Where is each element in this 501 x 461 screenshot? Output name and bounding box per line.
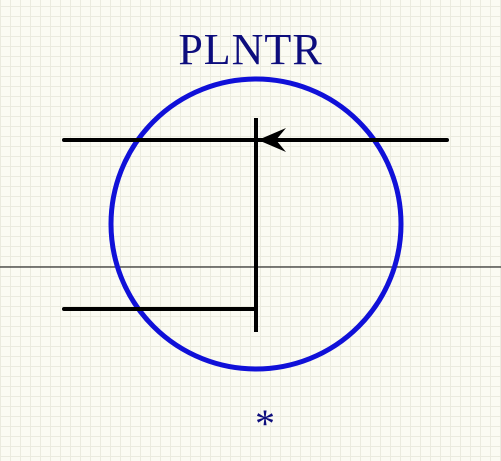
component-designator-label[interactable]: *: [255, 401, 275, 446]
pin-end-marker: [445, 138, 449, 142]
arrow-head-icon: [258, 128, 286, 152]
component-body-circle[interactable]: [108, 76, 404, 372]
component-value-label[interactable]: PLNTR: [178, 25, 323, 74]
pin-end-marker: [62, 307, 66, 311]
pin-end-marker: [62, 138, 66, 142]
